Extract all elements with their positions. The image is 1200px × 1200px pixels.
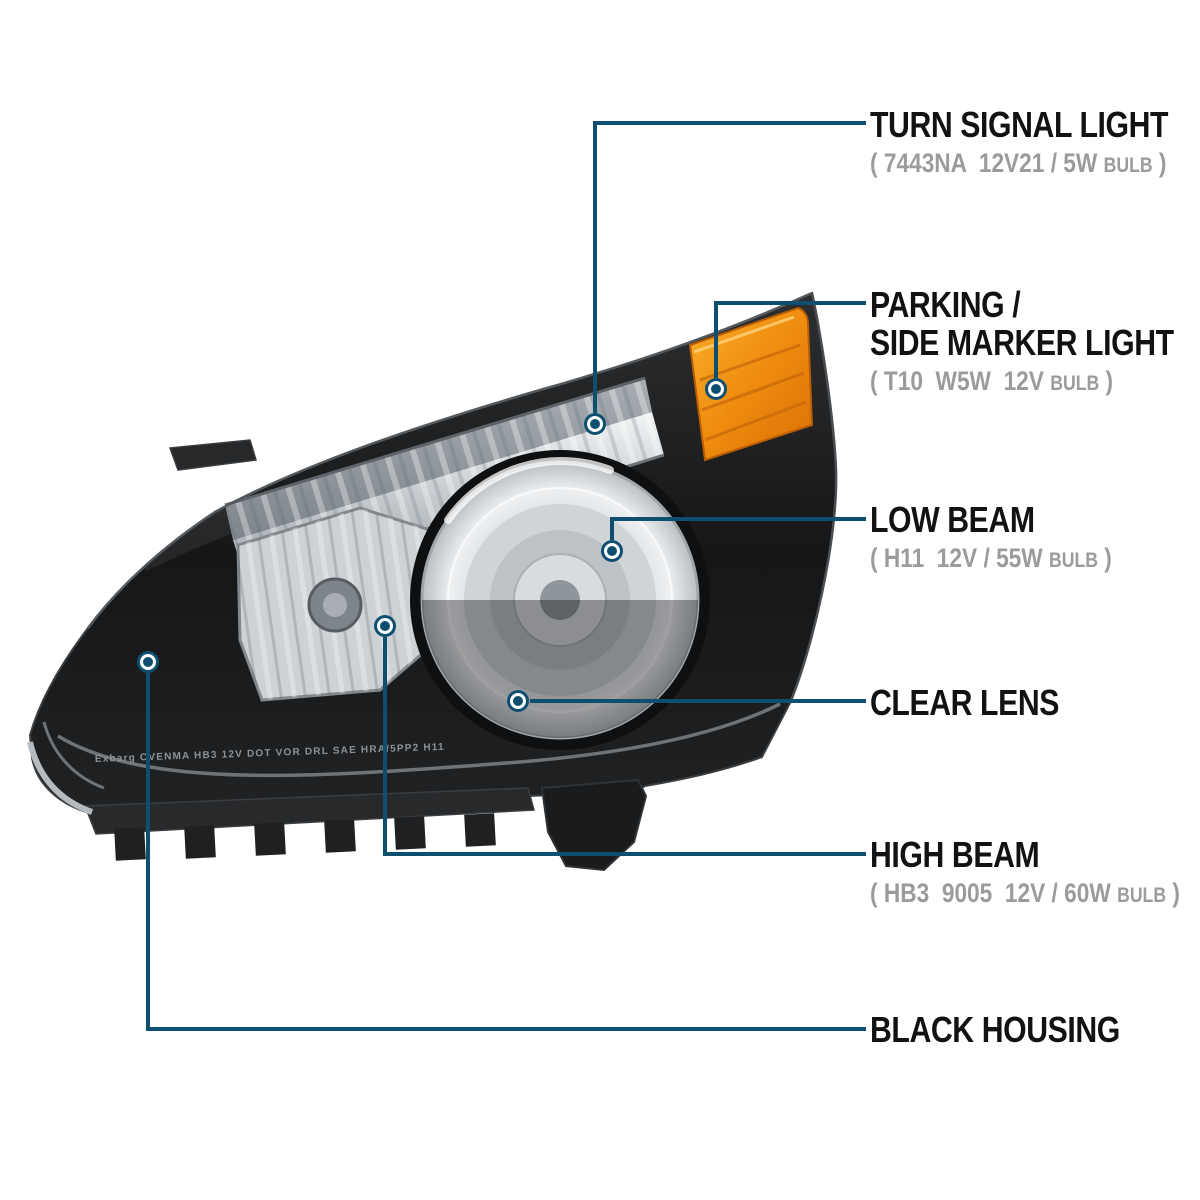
- spec-text: ( 7443NA 12V21 / 5W: [870, 147, 1104, 178]
- spec-text: ( H11 12V / 55W: [870, 542, 1050, 573]
- callout-dot-turn-signal: [584, 413, 606, 435]
- callout-line-turn-signal: [593, 121, 866, 413]
- turn-signal-title: TURN SIGNAL LIGHT: [870, 104, 1169, 145]
- callout-dots: [137, 378, 727, 712]
- callout-dot-clear-lens: [507, 690, 529, 712]
- callout-line-parking: [714, 301, 866, 378]
- spec-close: ): [1099, 365, 1114, 396]
- parking-title-line2: SIDE MARKER LIGHT: [870, 321, 1174, 363]
- callout-label-parking: PARKING / SIDE MARKER LIGHT ( T10 W5W 12…: [870, 286, 1200, 397]
- callout-dot-high-beam: [374, 615, 396, 637]
- callout-label-low-beam: LOW BEAM ( H11 12V / 55W BULB ): [870, 501, 1158, 574]
- high-beam-spec: ( HB3 9005 12V / 60W BULB ): [870, 878, 1180, 909]
- callout-label-high-beam: HIGH BEAM ( HB3 9005 12V / 60W BULB ): [870, 836, 1200, 909]
- black-housing-title: BLACK HOUSING: [870, 1009, 1120, 1050]
- parking-title-line1: PARKING /: [870, 284, 1021, 325]
- spec-text: ( T10 W5W 12V: [870, 365, 1051, 396]
- spec-bulb-text: BULB: [1117, 883, 1167, 907]
- low-beam-spec: ( H11 12V / 55W BULB ): [870, 543, 1112, 574]
- callout-line-low-beam: [610, 517, 866, 540]
- spec-bulb-text: BULB: [1049, 548, 1099, 572]
- callout-label-clear-lens: CLEAR LENS: [870, 684, 1095, 722]
- parking-spec: ( T10 W5W 12V BULB ): [870, 366, 1174, 397]
- spec-close: ): [1166, 877, 1180, 908]
- callout-label-turn-signal: TURN SIGNAL LIGHT ( 7443NA 12V21 / 5W BU…: [870, 106, 1200, 179]
- clear-lens-title: CLEAR LENS: [870, 682, 1060, 723]
- callout-label-black-housing: BLACK HOUSING: [870, 1011, 1168, 1049]
- spec-close: ): [1152, 147, 1167, 178]
- spec-bulb-text: BULB: [1103, 153, 1153, 177]
- high-beam-title: HIGH BEAM: [870, 834, 1040, 875]
- callout-dot-low-beam: [601, 540, 623, 562]
- mount-fin: [168, 439, 257, 471]
- callout-line-high-beam: [383, 637, 866, 856]
- mounting-tabs: [83, 787, 535, 861]
- callout-dot-parking: [705, 378, 727, 400]
- low-beam-title: LOW BEAM: [870, 499, 1035, 540]
- high-beam-reflector: [236, 506, 440, 702]
- callout-dot-black-housing: [137, 651, 159, 673]
- spec-close: ): [1098, 542, 1112, 573]
- spec-bulb-text: BULB: [1050, 371, 1100, 395]
- turn-signal-spec: ( 7443NA 12V21 / 5W BULB ): [870, 148, 1168, 179]
- lens-rim-highlights: [27, 291, 838, 815]
- spec-text: ( HB3 9005 12V / 60W: [870, 877, 1118, 908]
- callout-line-black-housing: [146, 673, 866, 1031]
